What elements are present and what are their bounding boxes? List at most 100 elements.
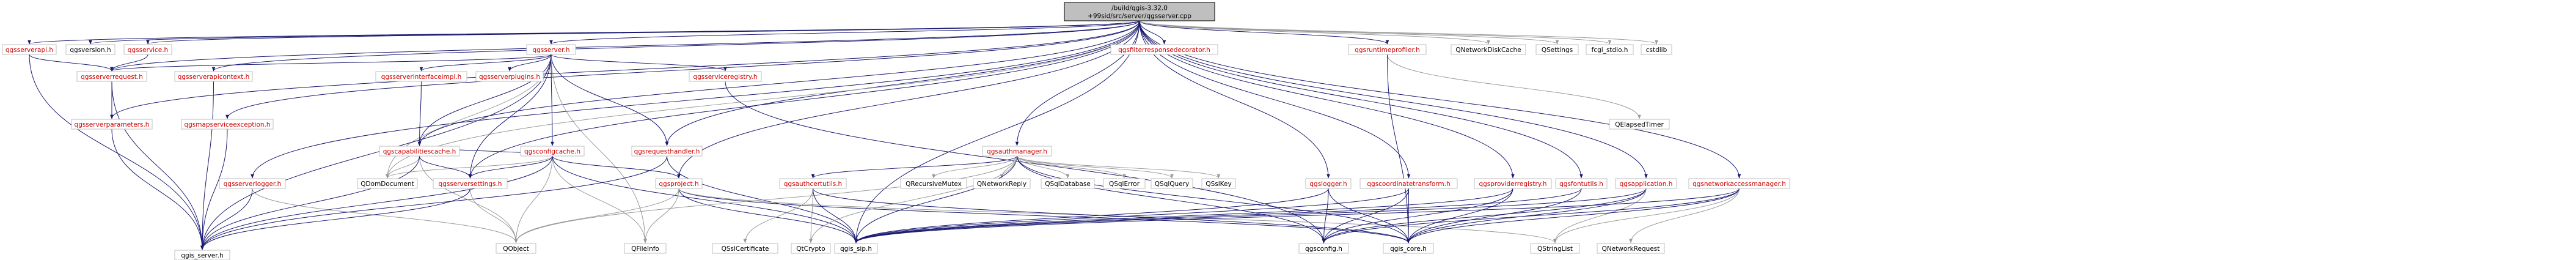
edge-root-to-qgsserverparameters: [110, 20, 1140, 119]
node-box-qgsserverlogger: [219, 178, 286, 189]
node-qgsproject[interactable]: qgsproject.h: [655, 178, 703, 189]
node-box-qsqlquery: [1151, 178, 1193, 189]
edge-qgsconfigcache-to-qgis_server: [200, 155, 553, 250]
node-label-root-line-0: /build/qgis-3.32.0: [1111, 5, 1168, 12]
node-box-qelapsedtimer: [1609, 119, 1670, 130]
node-qgsserverh[interactable]: qgsserver.h: [526, 44, 576, 55]
node-qgscoordinatetransform[interactable]: qgscoordinatetransform.h: [1359, 178, 1458, 189]
edge-qgsserverapi-to-qgis_server: [29, 54, 204, 250]
node-box-qsqldatabase: [1041, 178, 1095, 189]
edge-qgsapplication-to-qgis_core: [1407, 188, 1647, 243]
node-qgsapplication[interactable]: qgsapplication.h: [1615, 178, 1677, 189]
edge-qgsproject-to-qgis_core: [678, 188, 1410, 243]
edge-root-to-cstdlib: [1139, 20, 1658, 45]
node-box-qobject: [496, 243, 536, 254]
edge-qgsserverh-to-qgsconfigcache: [551, 54, 554, 146]
node-label-qgsserverparameters: qgsserverparameters.h: [75, 121, 150, 128]
edge-qgscapabilitiescache-to-qdomdocument: [386, 155, 420, 179]
edge-qgscoordinatetransform-to-qgis_core: [1407, 188, 1410, 243]
node-label-qgsproject: qgsproject.h: [659, 180, 698, 188]
node-label-qgsproviderregistry: qgsproviderregistry.h: [1479, 180, 1546, 188]
node-qgsserverapicontext[interactable]: qgsserverapicontext.h: [174, 71, 253, 82]
edge-qgsproject-to-qobject: [514, 188, 679, 243]
node-qgsfilterresponsedecorator[interactable]: qgsfilterresponsedecorator.h: [1110, 44, 1218, 55]
node-qgsversion: qgsversion.h: [65, 44, 115, 55]
edge-root-to-qgsfilterresponsedecorator: [1139, 20, 1166, 45]
edge-qgsserverinterfaceimpl-to-qgscapabilitiescache: [417, 81, 422, 146]
node-box-qgsproviderregistry: [1474, 178, 1552, 189]
node-qgsserverplugins[interactable]: qgsserverplugins.h: [475, 71, 544, 82]
node-label-qgscoordinatetransform: qgscoordinatetransform.h: [1367, 180, 1450, 188]
edge-qgsconfigcache-to-qgis_sip: [552, 155, 858, 243]
edge-qgsauthmanager-to-qgis_core: [1017, 155, 1410, 243]
node-qgsconfig: qgsconfig.h: [1298, 243, 1349, 254]
node-qstringlist: QStringList: [1530, 243, 1580, 254]
node-qdomdocument: QDomDocument: [357, 178, 418, 189]
node-label-qgis_core: qgis_core.h: [1390, 245, 1427, 253]
node-qgsserverrequest[interactable]: qgsserverrequest.h: [76, 71, 147, 82]
edge-root-to-qgsserverh: [549, 20, 1140, 45]
node-qgsservice[interactable]: qgsservice.h: [123, 44, 172, 55]
edge-qgsauthcertutils-to-qtcrypto: [809, 188, 813, 243]
edge-qgsserverapicontext-to-qgis_server: [200, 81, 214, 250]
edge-qgsnetworkaccessmanager-to-qstringlist: [1553, 188, 1740, 243]
node-label-qgsconfigcache: qgsconfigcache.h: [524, 148, 580, 155]
node-qgsauthcertutils[interactable]: qgsauthcertutils.h: [779, 178, 847, 189]
node-label-qgsserverrequest: qgsserverrequest.h: [81, 73, 143, 81]
node-box-qgsserverapi: [2, 44, 57, 55]
edge-qgsconfigcache-to-qfileinfo: [552, 155, 647, 243]
node-qgsserverparameters[interactable]: qgsserverparameters.h: [71, 119, 153, 130]
node-qgsserverinterfaceimpl[interactable]: qgsserverinterfaceimpl.h: [375, 71, 467, 82]
node-box-qsslcertificate: [712, 243, 778, 254]
node-qgsconfigcache[interactable]: qgsconfigcache.h: [520, 146, 585, 157]
node-label-qrecursivemutex: QRecursiveMutex: [906, 180, 962, 188]
node-label-qgis_sip: qgis_sip.h: [840, 245, 872, 253]
node-qnetworkrequest: QNetworkRequest: [1597, 243, 1665, 254]
node-label-qgsconfig: qgsconfig.h: [1305, 245, 1342, 253]
edge-root-to-qgis_sip: [854, 20, 1140, 243]
node-qgsserverapi[interactable]: qgsserverapi.h: [2, 44, 57, 55]
node-qsettings: QSettings: [1535, 44, 1579, 55]
node-box-qgsserverparameters: [71, 119, 153, 130]
node-qsqldatabase: QSqlDatabase: [1041, 178, 1095, 189]
edge-root-to-qgsmapserviceexception: [225, 20, 1140, 119]
edge-qgsserverh-to-qgis_server: [200, 54, 552, 250]
edge-qgsruntimeprofiler-to-qgis_core: [1387, 54, 1410, 243]
edge-qgsserverh-to-qfileinfo: [551, 54, 647, 243]
node-qgslogger[interactable]: qgslogger.h: [1305, 178, 1352, 189]
node-qgscapabilitiescache[interactable]: qgscapabilitiescache.h: [379, 146, 460, 157]
node-qgsnetworkaccessmanager[interactable]: qgsnetworkaccessmanager.h: [1688, 178, 1790, 189]
edge-qgsserversettings-to-qgis_server: [200, 188, 470, 250]
node-label-qsqldatabase: QSqlDatabase: [1045, 180, 1091, 188]
edge-qgscoordinatetransform-to-qgis_sip: [854, 188, 1409, 243]
node-qgsserversettings[interactable]: qgsserversettings.h: [433, 178, 508, 189]
node-box-qsqlerror: [1103, 178, 1146, 189]
node-box-qgsserviceregistry: [689, 71, 762, 82]
node-label-qgsserverplugins: qgsserverplugins.h: [479, 73, 540, 81]
node-qgsproviderregistry[interactable]: qgsproviderregistry.h: [1474, 178, 1552, 189]
node-qgsserviceregistry[interactable]: qgsserviceregistry.h: [689, 71, 762, 82]
node-label-qsettings: QSettings: [1542, 46, 1573, 54]
node-box-qrecursivemutex: [900, 178, 967, 189]
node-box-qgsserverplugins: [475, 71, 544, 82]
node-qgsauthmanager[interactable]: qgsauthmanager.h: [982, 146, 1052, 157]
node-qtcrypto: QtCrypto: [791, 243, 831, 254]
node-qgsrequesthandler[interactable]: qgsrequesthandler.h: [631, 146, 703, 157]
node-box-qgsproject: [655, 178, 703, 189]
edge-qgsauthmanager-to-qgis_sip: [854, 155, 1017, 243]
edge-qgsserverrequest-to-qgis_server: [111, 81, 204, 250]
node-qgsserverlogger[interactable]: qgsserverlogger.h: [219, 178, 286, 189]
node-label-qgsserverapi: qgsserverapi.h: [5, 46, 53, 54]
node-qgsfontutils[interactable]: qgsfontutils.h: [1555, 178, 1608, 189]
edge-root-to-qgsserverapicontext: [211, 20, 1140, 72]
edge-qgsauthmanager-to-qobject: [514, 155, 1017, 243]
edge-qgsnetworkaccessmanager-to-qgis_core: [1407, 188, 1740, 243]
node-qgsruntimeprofiler[interactable]: qgsruntimeprofiler.h: [1348, 44, 1427, 55]
edge-root-to-qgsauthmanager: [1015, 20, 1140, 146]
node-box-qgsapplication: [1615, 178, 1677, 189]
node-box-fcgi_stdio: [1586, 44, 1634, 55]
edge-root-to-qgsserversettings: [468, 20, 1140, 179]
node-cstdlib: cstdlib: [1641, 44, 1672, 55]
edges-layer: [27, 20, 1741, 250]
node-qgsmapserviceexception[interactable]: qgsmapserviceexception.h: [181, 119, 274, 130]
